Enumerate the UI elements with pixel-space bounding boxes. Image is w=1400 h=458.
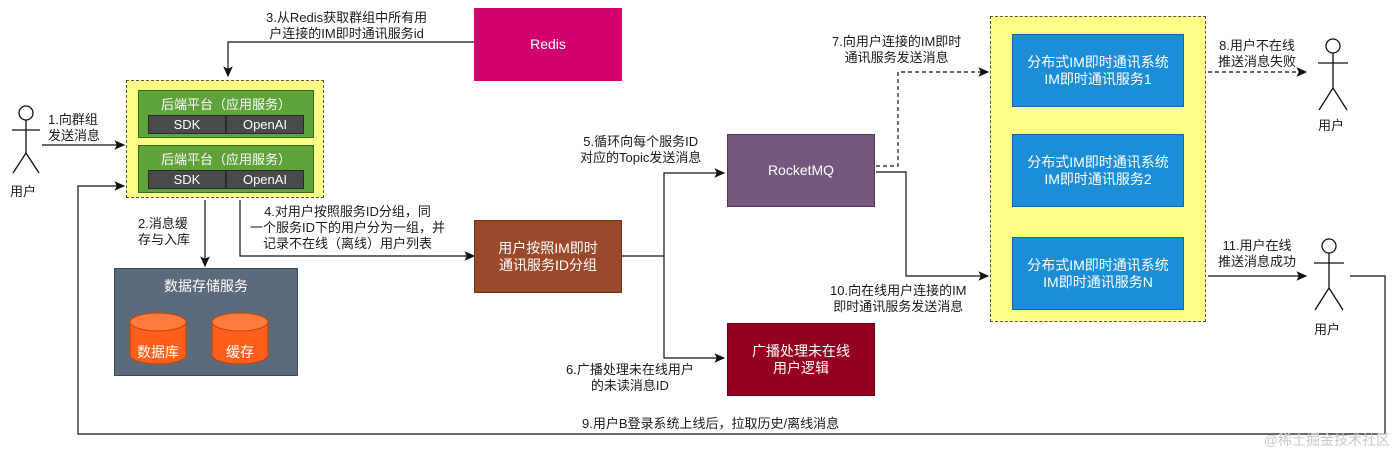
database-label: 数据库 — [137, 344, 179, 360]
rocketmq-label: RocketMQ — [767, 162, 835, 178]
grouping-line-2: 通讯服务ID分组 — [499, 256, 597, 273]
database-cylinder-icon — [129, 312, 187, 365]
step8-label: 8.用户不在线推送消息失败 — [1218, 38, 1297, 69]
step6-label: 6.广播处理未在线用户的未读消息ID — [566, 362, 694, 393]
grouping-node: 用户按照IM即时 通讯服务ID分组 — [474, 220, 622, 293]
broadcast-line-1: 广播处理未在线 — [752, 342, 850, 359]
im-service-1-line-2: IM即时通讯服务1 — [1044, 70, 1152, 87]
im-service-n-line-2: IM即时通讯服务N — [1043, 273, 1153, 290]
im-service-1: 分布式IM即时通讯系统 IM即时通讯服务1 — [1012, 34, 1184, 107]
backend-platform-1: 后端平台（应用服务） SDK OpenAI — [138, 90, 314, 138]
arrow-step6 — [663, 256, 726, 363]
arrow-step5 — [622, 168, 726, 257]
im-service-n: 分布式IM即时通讯系统 IM即时通讯服务N — [1012, 237, 1184, 310]
broadcast-line-2: 用户逻辑 — [773, 359, 829, 376]
openai-chip-2: OpenAI — [226, 170, 304, 189]
im-service-2-line-2: IM即时通讯服务2 — [1044, 170, 1152, 187]
user-figure-right-icon — [1314, 238, 1344, 311]
broadcast-node: 广播处理未在线 用户逻辑 — [727, 323, 875, 396]
cache-label: 缓存 — [226, 344, 254, 360]
user-figure-topright-icon — [1318, 38, 1348, 111]
step2-label: 2.消息缓存与入库 — [138, 216, 191, 247]
arrow-step3 — [223, 41, 474, 78]
backend-title-1: 后端平台（应用服务） — [160, 97, 291, 112]
arrow-step4 — [239, 200, 476, 261]
step9-label: 9.用户B登录系统上线后，拉取历史/离线消息 — [582, 416, 840, 431]
step3-label: 3.从Redis获取群组中所有用户连接的IM即时通讯服务id — [266, 10, 428, 41]
step11-label: 11.用户在线推送消息成功 — [1218, 238, 1297, 269]
grouping-line-1: 用户按照IM即时 — [498, 239, 598, 256]
step4-label: 4.对用户按照服务ID分组，同一个服务ID下的用户分为一组，并记录不在线（离线）… — [250, 204, 446, 251]
backend-platform-2: 后端平台（应用服务） SDK OpenAI — [138, 145, 314, 193]
backend-title-2: 后端平台（应用服务） — [160, 152, 291, 167]
arrow-step9 — [77, 181, 1386, 435]
arrow-step7 — [876, 67, 990, 167]
im-service-n-line-1: 分布式IM即时通讯系统 — [1027, 256, 1169, 273]
user-topright-label: 用户 — [1318, 118, 1345, 133]
step1-label: 1.向群组发送消息 — [48, 112, 101, 143]
sdk-chip-1: SDK — [148, 115, 226, 134]
im-service-2-line-1: 分布式IM即时通讯系统 — [1027, 153, 1169, 170]
openai-chip-1: OpenAI — [226, 115, 304, 134]
redis-label: Redis — [530, 36, 566, 52]
rocketmq-node: RocketMQ — [727, 134, 875, 207]
sdk-chip-2: SDK — [148, 170, 226, 189]
im-service-2: 分布式IM即时通讯系统 IM即时通讯服务2 — [1012, 134, 1184, 207]
user-right-label: 用户 — [1314, 322, 1341, 337]
user-figure-left-icon — [12, 105, 40, 174]
user-left-label: 用户 — [10, 184, 37, 199]
cache-cylinder-icon — [211, 312, 269, 365]
watermark: @稀土掘金技术社区 — [1263, 432, 1390, 448]
storage-title: 数据存储服务 — [164, 278, 248, 294]
im-service-1-line-1: 分布式IM即时通讯系统 — [1027, 53, 1169, 70]
redis-node: Redis — [474, 8, 622, 81]
step7-label: 7.向用户连接的IM即时通讯服务发送消息 — [832, 34, 962, 65]
arrow-step10 — [876, 171, 990, 281]
